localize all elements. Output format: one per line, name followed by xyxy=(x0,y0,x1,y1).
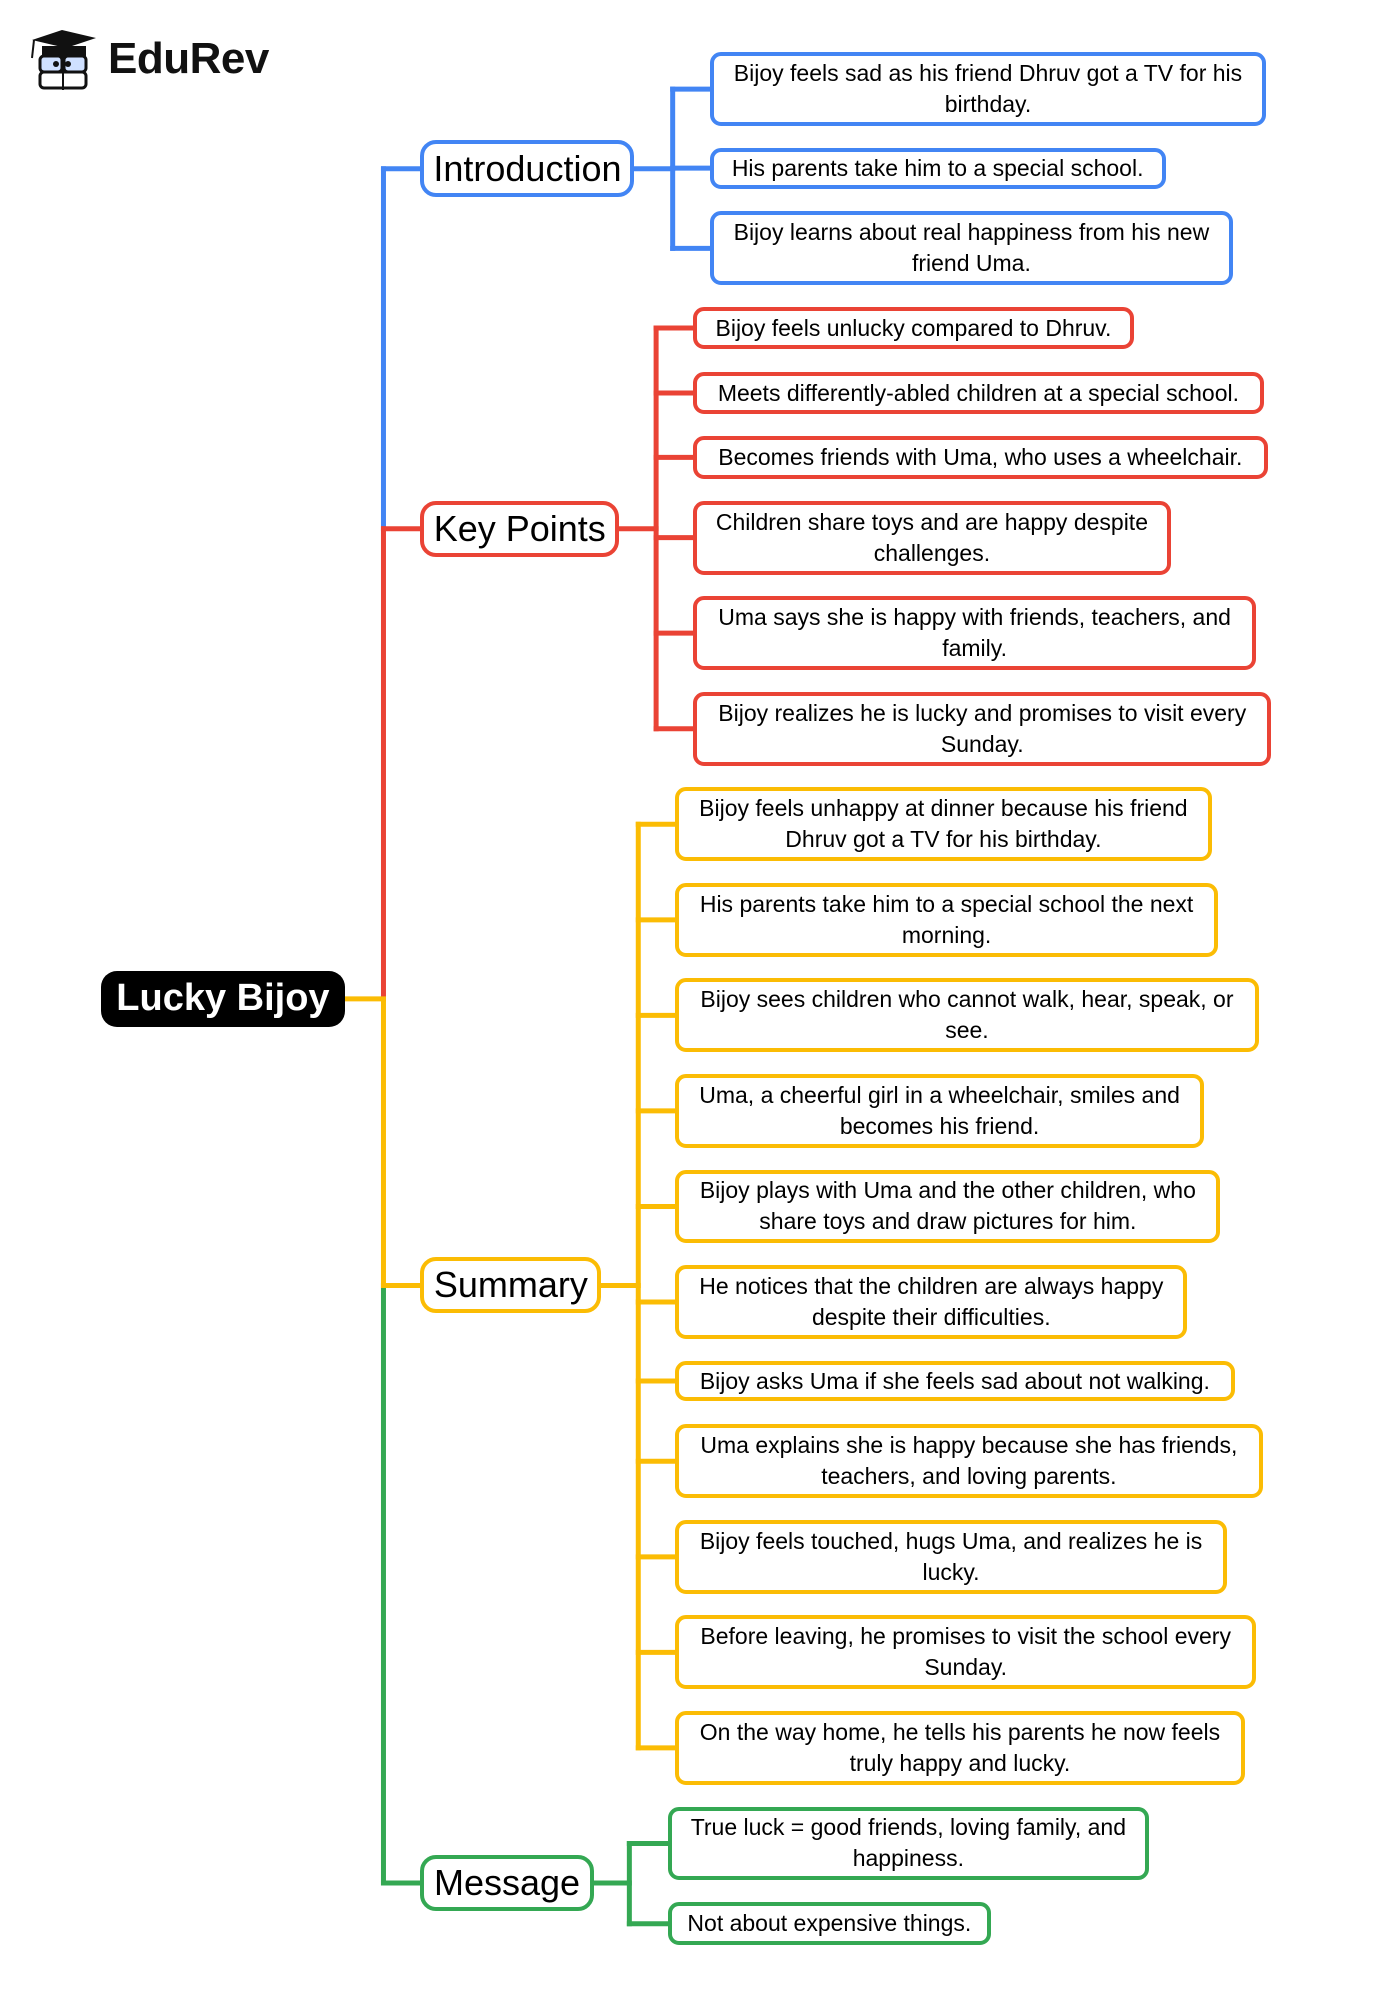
leaf-node: Not about expensive things. xyxy=(667,1902,992,1946)
leaf-node: Before leaving, he promises to visit the… xyxy=(675,1615,1257,1690)
branch-node-key-points: Key Points xyxy=(420,500,620,557)
leaf-node: Bijoy realizes he is lucky and promises … xyxy=(693,691,1272,766)
branch-node-introduction: Introduction xyxy=(420,140,635,198)
leaf-node: Bijoy plays with Uma and the other child… xyxy=(675,1169,1221,1244)
leaf-node: Children share toys and are happy despit… xyxy=(693,500,1171,575)
edurev-logo: EduRev xyxy=(28,28,269,90)
leaf-node: His parents take him to a special school… xyxy=(675,882,1218,957)
branch-node-summary: Summary xyxy=(420,1257,602,1314)
leaf-node: Meets differently-abled children at a sp… xyxy=(693,372,1264,415)
leaf-node: True luck = good friends, loving family,… xyxy=(667,1806,1150,1881)
leaf-node: Becomes friends with Uma, who uses a whe… xyxy=(693,435,1268,480)
leaf-node: Bijoy feels sad as his friend Dhruv got … xyxy=(709,52,1267,127)
leaf-node: On the way home, he tells his parents he… xyxy=(675,1710,1245,1785)
logo-text: EduRev xyxy=(108,34,269,83)
branch-node-message: Message xyxy=(420,1854,594,1911)
leaf-node: Bijoy feels unlucky compared to Dhruv. xyxy=(693,307,1134,350)
leaf-node: Uma says she is happy with friends, teac… xyxy=(693,596,1257,671)
graduate-mascot-icon xyxy=(31,30,96,90)
leaf-node: Bijoy feels touched, hugs Uma, and reali… xyxy=(675,1519,1227,1594)
leaf-node: Bijoy sees children who cannot walk, hea… xyxy=(675,978,1259,1053)
leaf-node: Uma explains she is happy because she ha… xyxy=(675,1424,1263,1499)
leaf-node: Bijoy learns about real happiness from h… xyxy=(709,211,1234,286)
leaf-node: Bijoy feels unhappy at dinner because hi… xyxy=(675,787,1212,862)
leaf-node: Uma, a cheerful girl in a wheelchair, sm… xyxy=(675,1073,1204,1148)
root-node: Lucky Bijoy xyxy=(100,970,346,1027)
leaf-node: His parents take him to a special school… xyxy=(709,147,1166,189)
leaf-node: He notices that the children are always … xyxy=(675,1265,1188,1339)
leaf-node: Bijoy asks Uma if she feels sad about no… xyxy=(675,1360,1235,1402)
